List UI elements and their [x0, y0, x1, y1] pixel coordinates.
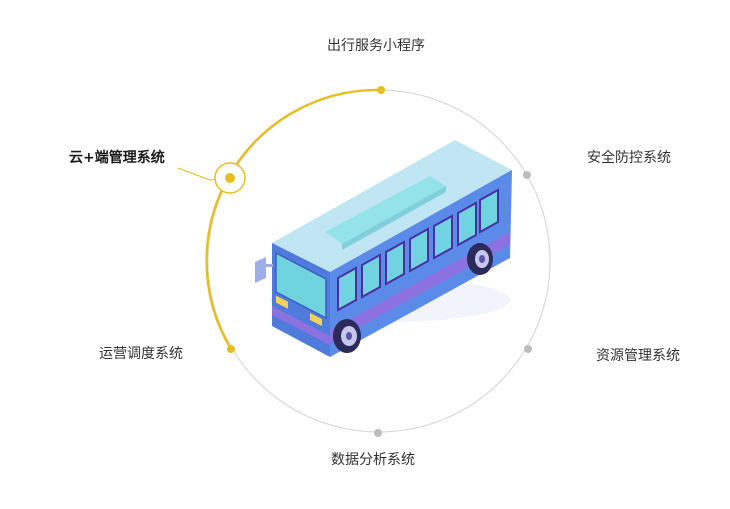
- bus-icon: [255, 140, 512, 357]
- node-dot-mini-program[interactable]: [377, 86, 385, 94]
- node-label-resource[interactable]: 资源管理系统: [596, 348, 680, 364]
- node-label-analytics[interactable]: 数据分析系统: [331, 452, 415, 468]
- node-label-dispatch[interactable]: 运营调度系统: [99, 346, 183, 362]
- node-dot-resource[interactable]: [524, 345, 532, 353]
- node-dot-cloud-terminal[interactable]: [214, 162, 246, 194]
- node-label-mini-program[interactable]: 出行服务小程序: [327, 38, 425, 54]
- node-label-security[interactable]: 安全防控系统: [587, 150, 671, 166]
- node-dot-security[interactable]: [523, 171, 531, 179]
- active-pointer-line: [177, 167, 211, 181]
- node-label-cloud-terminal[interactable]: 云+端管理系统: [69, 150, 165, 166]
- node-dot-dispatch[interactable]: [227, 345, 235, 353]
- node-dot-analytics[interactable]: [374, 429, 382, 437]
